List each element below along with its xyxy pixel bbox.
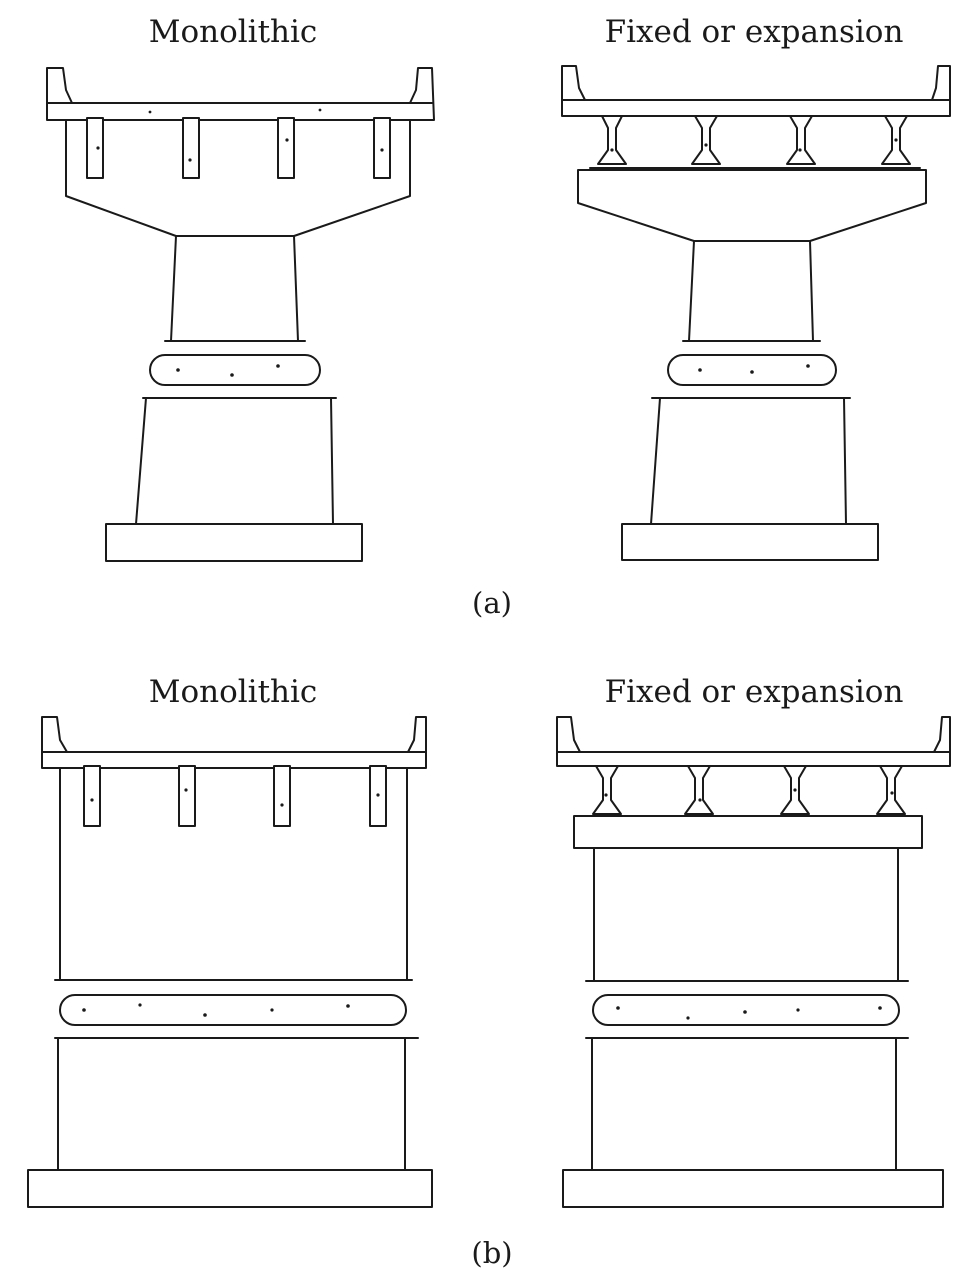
wall-pier-lower: [591, 1037, 897, 1171]
girder-stem: [83, 765, 101, 827]
footing: [27, 1169, 433, 1208]
pier-cap: [65, 119, 411, 237]
wall-pier-lower: [57, 1037, 406, 1171]
panel-a-right-title: Fixed or expansion: [604, 14, 904, 50]
pier-cap: [573, 815, 923, 849]
deck-slab: [561, 65, 951, 117]
wall-section: [59, 994, 407, 1026]
girder-stem: [273, 765, 291, 827]
wall-pier: [59, 767, 408, 980]
deck-slab: [46, 67, 435, 121]
column-section: [667, 354, 837, 386]
panel-b-caption: (b): [471, 1236, 513, 1270]
wall-pier: [593, 847, 899, 981]
pier-a-monolithic: [46, 67, 435, 562]
girder-row: [597, 115, 911, 165]
pier-cap: [577, 169, 927, 242]
pier-b-bearing: [556, 716, 951, 1208]
deck-slab: [556, 716, 951, 767]
pier-b-monolithic: [27, 716, 433, 1208]
footing: [562, 1169, 944, 1208]
pier-column: [170, 235, 299, 342]
footing: [105, 523, 363, 562]
girder-row: [592, 765, 906, 815]
pier-column-lower: [650, 397, 847, 525]
girder-stem: [182, 117, 200, 179]
girder-stem: [373, 117, 391, 179]
deck-slab: [41, 716, 427, 769]
footing: [621, 523, 879, 561]
panel-a-caption: (a): [472, 586, 512, 620]
pier-column-lower: [135, 397, 334, 525]
panel-b-left-title: Monolithic: [148, 674, 318, 710]
panel-a-left-title: Monolithic: [148, 14, 318, 50]
girder-stem: [277, 117, 295, 179]
column-section: [149, 354, 321, 386]
pier-column: [688, 240, 814, 342]
girder-stem: [178, 765, 196, 827]
wall-section: [592, 994, 900, 1026]
pier-a-bearing: [561, 65, 951, 561]
panel-b-right-title: Fixed or expansion: [604, 674, 904, 710]
girder-stem: [86, 117, 104, 179]
